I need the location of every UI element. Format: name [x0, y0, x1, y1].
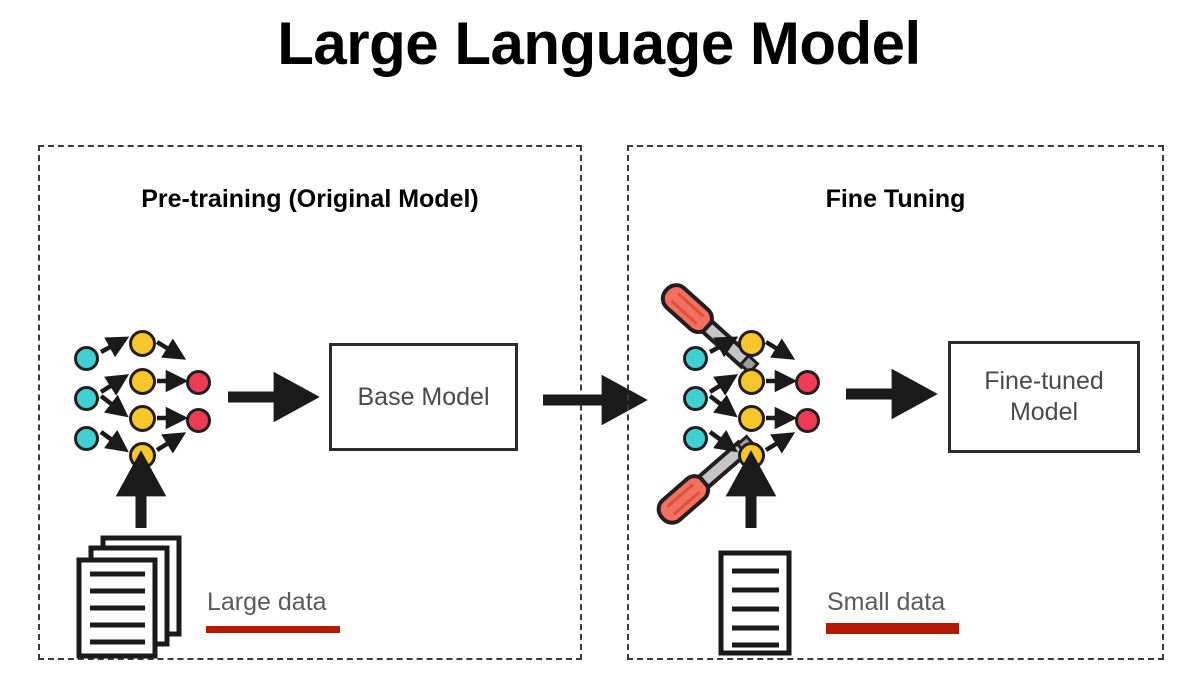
- hidden-node: [129, 330, 156, 357]
- panel-fine-tuning: Fine Tuning: [627, 145, 1164, 660]
- hidden-node: [738, 368, 765, 395]
- panel-title-pre-training: Pre-training (Original Model): [141, 185, 479, 213]
- input-node: [683, 346, 708, 371]
- input-node: [74, 426, 99, 451]
- fine-tuned-model-label-line1: Fine-tuned: [984, 367, 1104, 395]
- fine-tuned-model-label-line2: Model: [1009, 398, 1079, 426]
- small-data-label: Small data: [827, 588, 946, 616]
- fine-tuned-model-box: Fine-tuned Model: [948, 341, 1140, 453]
- small-data-underline: [826, 623, 959, 634]
- output-node: [186, 370, 211, 395]
- large-data-label: Large data: [207, 588, 327, 616]
- output-node: [186, 408, 211, 433]
- hidden-node: [738, 442, 765, 469]
- input-node: [683, 426, 708, 451]
- hidden-node: [738, 330, 765, 357]
- panel-title-fine-tuning: Fine Tuning: [825, 185, 966, 213]
- hidden-node: [129, 368, 156, 395]
- hidden-node: [738, 405, 765, 432]
- input-node: [74, 346, 99, 371]
- neural-network-fine-tuning: [683, 330, 833, 469]
- large-data-underline: [206, 626, 340, 633]
- base-model-box: Base Model: [329, 343, 518, 451]
- page-title: Large Language Model: [277, 10, 921, 77]
- input-node: [74, 386, 99, 411]
- hidden-node: [129, 442, 156, 469]
- input-node: [683, 386, 708, 411]
- hidden-node: [129, 405, 156, 432]
- neural-network-pre-training: [74, 330, 224, 469]
- base-model-label: Base Model: [357, 382, 490, 411]
- output-node: [795, 370, 820, 395]
- output-node: [795, 408, 820, 433]
